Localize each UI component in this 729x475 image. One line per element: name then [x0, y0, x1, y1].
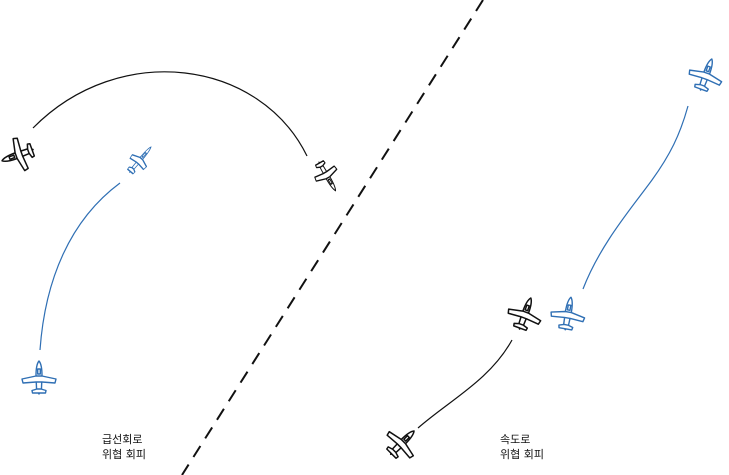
- caption-line: 속도로: [500, 433, 531, 446]
- airplane-icon: [308, 155, 347, 198]
- caption-speed-evasion: 속도로 위협 회피: [500, 432, 544, 462]
- attacker-flight-path-right: [417, 339, 513, 429]
- airplane-icon: [683, 52, 729, 97]
- caption-line: 위협 회피: [500, 448, 544, 461]
- airplane-icon: [502, 291, 548, 336]
- caption-line: 위협 회피: [102, 448, 146, 461]
- airplane-icon: [547, 293, 589, 334]
- airplane-icon: [0, 132, 40, 178]
- divider-dashed-line: [181, 0, 484, 475]
- evader-flight-path-left: [39, 182, 121, 351]
- caption-hard-turn-evasion: 급선회로 위협 회피: [102, 432, 146, 462]
- caption-line: 급선회로: [102, 433, 143, 446]
- airplane-icon: [377, 418, 427, 468]
- airplane-icon: [121, 140, 159, 179]
- attacker-flight-path-left: [32, 71, 308, 157]
- airplane-icon: [21, 360, 57, 395]
- evader-flight-path-right: [582, 105, 689, 290]
